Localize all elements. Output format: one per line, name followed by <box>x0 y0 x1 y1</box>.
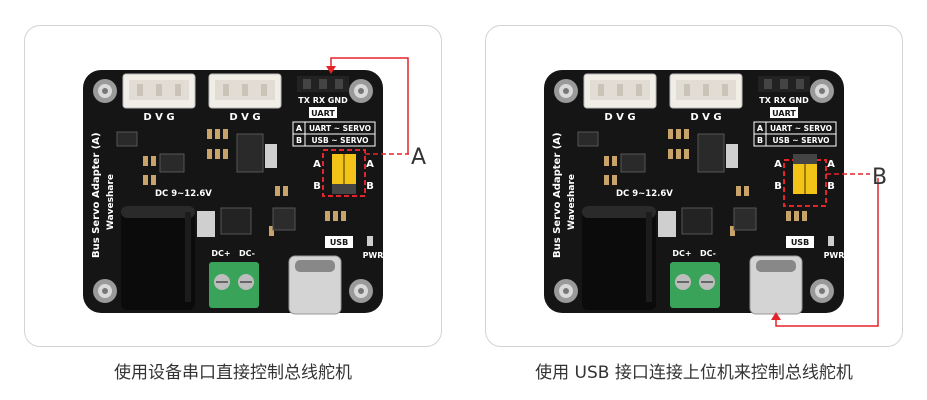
caption-usb-mode: 使用 USB 接口连接上位机来控制总线舵机 <box>535 363 853 383</box>
regulator-chip <box>697 133 725 173</box>
usb-label-box <box>786 236 814 248</box>
uart-pins-label: TX RX GND <box>759 96 809 105</box>
pwr-led <box>367 236 373 246</box>
jumper-a-right: A <box>827 159 835 170</box>
mode-a-key: A <box>296 124 303 133</box>
brand-name: Waveshare <box>567 174 577 230</box>
uart-arrow <box>330 57 409 154</box>
uart-pins-label: TX RX GND <box>298 96 348 105</box>
uart-header <box>758 76 810 92</box>
product-name: Bus Servo Adapter (A) <box>91 132 102 258</box>
power-input-label: DC 9~12.6V <box>155 189 212 199</box>
power-input-label: DC 9~12.6V <box>616 189 673 199</box>
mode-b-label: USB ~ SERVO <box>311 136 368 145</box>
inductor <box>658 211 676 237</box>
dc-plus-label: DC+ <box>672 249 691 258</box>
mode-a-label: UART ~ SERVO <box>309 124 371 133</box>
regulator-tab <box>265 144 277 168</box>
jumper-a-left: A <box>313 159 321 170</box>
uart-label-box <box>309 107 337 118</box>
mode-a-label: UART ~ SERVO <box>770 124 832 133</box>
chip-small <box>577 131 599 147</box>
ic-chip-qfn <box>733 207 757 231</box>
board-illustration-uart: D V G D V G TX RX GND UART A B UART ~ SE… <box>83 57 426 315</box>
dc-plus-label: DC+ <box>211 249 230 258</box>
mounting-hole-icon <box>554 79 834 303</box>
screw-terminal <box>670 262 720 308</box>
jumper-b-right: B <box>366 181 374 192</box>
usb-arrow <box>775 178 879 327</box>
connector-1-label: D V G <box>604 112 635 123</box>
arrow-head-icon <box>771 312 781 320</box>
pwr-label: PWR <box>363 251 384 260</box>
uart-label: UART <box>772 109 796 118</box>
dc-minus-label: DC- <box>239 249 255 258</box>
pwr-label: PWR <box>824 251 845 260</box>
board-illustration-usb: D V G D V G TX RX GND UART A B UART ~ SE… <box>544 70 887 327</box>
dc-barrel-jack <box>582 206 656 310</box>
jumper-pins <box>793 154 817 164</box>
servo-connector-1 <box>583 73 657 109</box>
callout-letter: B <box>872 165 887 190</box>
servo-connector-2 <box>208 73 282 109</box>
servo-connector-1 <box>122 73 196 109</box>
inductor <box>197 211 215 237</box>
mounting-hole-icon <box>93 79 373 303</box>
chip-small <box>620 153 646 173</box>
usb-label-box <box>325 236 353 248</box>
regulator-chip <box>236 133 264 173</box>
servo-connector-2 <box>669 73 743 109</box>
screw-terminal <box>209 262 259 308</box>
brand-name: Waveshare <box>106 174 116 230</box>
mode-a-key: A <box>757 124 764 133</box>
regulator-tab <box>726 144 738 168</box>
dc-minus-label: DC- <box>700 249 716 258</box>
usb-label: USB <box>791 238 809 247</box>
dc-barrel-jack <box>121 206 195 310</box>
usb-c-port[interactable] <box>288 255 342 315</box>
jumper-b-left: B <box>313 181 321 192</box>
connector-2-label: D V G <box>229 112 260 123</box>
mode-b-key: B <box>296 136 302 145</box>
jumper-a-left: A <box>774 159 782 170</box>
mode-b-key: B <box>757 136 763 145</box>
connector-2-label: D V G <box>690 112 721 123</box>
smd-components <box>143 129 346 236</box>
jumper-pins <box>332 184 356 194</box>
jumper-a-right: A <box>366 159 374 170</box>
pwr-led <box>828 236 834 246</box>
uart-header <box>297 76 349 92</box>
uart-label: UART <box>311 109 335 118</box>
chip-small <box>159 153 185 173</box>
product-name: Bus Servo Adapter (A) <box>552 132 563 258</box>
connector-1-label: D V G <box>143 112 174 123</box>
usb-label: USB <box>330 238 348 247</box>
mode-b-label: USB ~ SERVO <box>772 136 829 145</box>
right-panel: D V G D V G TX RX GND UART A B UART ~ SE… <box>485 25 903 347</box>
jumper-highlight-box <box>322 149 366 197</box>
arrow-head-icon <box>326 66 336 74</box>
uart-label-box <box>770 107 798 118</box>
ic-chip <box>681 207 713 235</box>
ic-chip-qfn <box>272 207 296 231</box>
ic-chip <box>220 207 252 235</box>
caption-uart-mode: 使用设备串口直接控制总线舵机 <box>114 363 352 383</box>
usb-c-port[interactable] <box>749 255 803 315</box>
left-panel: D V G D V G TX RX GND UART A B UART ~ SE… <box>24 25 442 347</box>
chip-small <box>116 131 138 147</box>
callout-letter: A <box>411 145 426 170</box>
jumper-b-left: B <box>774 181 782 192</box>
jumper-b-right: B <box>827 181 835 192</box>
